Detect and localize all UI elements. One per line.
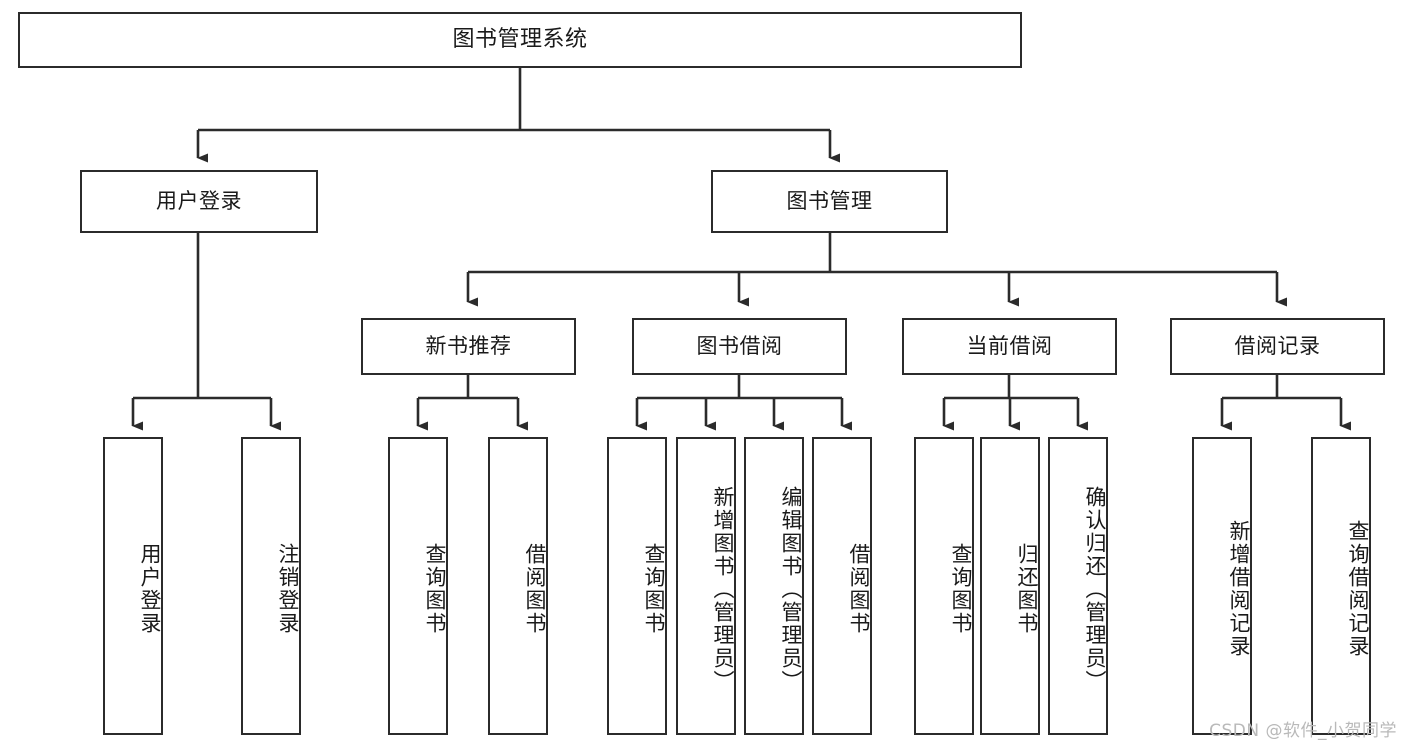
node-current-borrow[interactable]: 当前借阅 <box>902 318 1117 375</box>
leaf-label: 确认归还（管理员） <box>1083 485 1107 693</box>
node-book-borrow[interactable]: 图书借阅 <box>632 318 847 375</box>
node-borrow-record[interactable]: 借阅记录 <box>1170 318 1385 375</box>
leaf-label: 查询借阅记录 <box>1346 520 1370 658</box>
leaf-current-query-book[interactable]: 查询图书 <box>914 437 974 735</box>
leaf-label: 归还图书 <box>1015 543 1039 635</box>
leaf-user-login-logout[interactable]: 注销登录 <box>241 437 301 735</box>
leaf-label: 借阅图书 <box>847 543 871 635</box>
node-book-management[interactable]: 图书管理 <box>711 170 948 233</box>
leaf-record-query[interactable]: 查询借阅记录 <box>1311 437 1371 735</box>
node-new-book-recommend[interactable]: 新书推荐 <box>361 318 576 375</box>
watermark: CSDN @软件_小贺同学 <box>1209 721 1397 741</box>
leaf-new-book-query[interactable]: 查询图书 <box>388 437 448 735</box>
leaf-new-book-borrow[interactable]: 借阅图书 <box>488 437 548 735</box>
node-book-borrow-label: 图书借阅 <box>696 333 783 358</box>
leaf-current-return-book[interactable]: 归还图书 <box>980 437 1040 735</box>
node-new-book-recommend-label: 新书推荐 <box>425 333 512 358</box>
leaf-label: 查询图书 <box>642 543 666 635</box>
leaf-label: 编辑图书（管理员） <box>779 485 803 693</box>
leaf-record-add[interactable]: 新增借阅记录 <box>1192 437 1252 735</box>
leaf-label: 新增图书（管理员） <box>711 485 735 693</box>
node-root-label: 图书管理系统 <box>452 26 588 52</box>
leaf-label: 用户登录 <box>138 543 162 635</box>
node-book-management-label: 图书管理 <box>786 188 873 213</box>
leaf-label: 查询图书 <box>949 543 973 635</box>
leaf-borrow-query-book[interactable]: 查询图书 <box>607 437 667 735</box>
leaf-label: 查询图书 <box>423 543 447 635</box>
node-current-borrow-label: 当前借阅 <box>966 333 1053 358</box>
node-borrow-record-label: 借阅记录 <box>1234 333 1321 358</box>
leaf-borrow-borrow-book[interactable]: 借阅图书 <box>812 437 872 735</box>
leaf-borrow-add-book-admin[interactable]: 新增图书（管理员） <box>676 437 736 735</box>
leaf-current-confirm-return-admin[interactable]: 确认归还（管理员） <box>1048 437 1108 735</box>
node-user-login-label: 用户登录 <box>156 188 242 213</box>
leaf-label: 借阅图书 <box>523 543 547 635</box>
leaf-user-login-login[interactable]: 用户登录 <box>103 437 163 735</box>
node-user-login[interactable]: 用户登录 <box>80 170 318 233</box>
leaf-borrow-edit-book-admin[interactable]: 编辑图书（管理员） <box>744 437 804 735</box>
leaf-label: 注销登录 <box>276 543 300 635</box>
leaf-label: 新增借阅记录 <box>1227 520 1251 658</box>
node-root[interactable]: 图书管理系统 <box>18 12 1022 68</box>
